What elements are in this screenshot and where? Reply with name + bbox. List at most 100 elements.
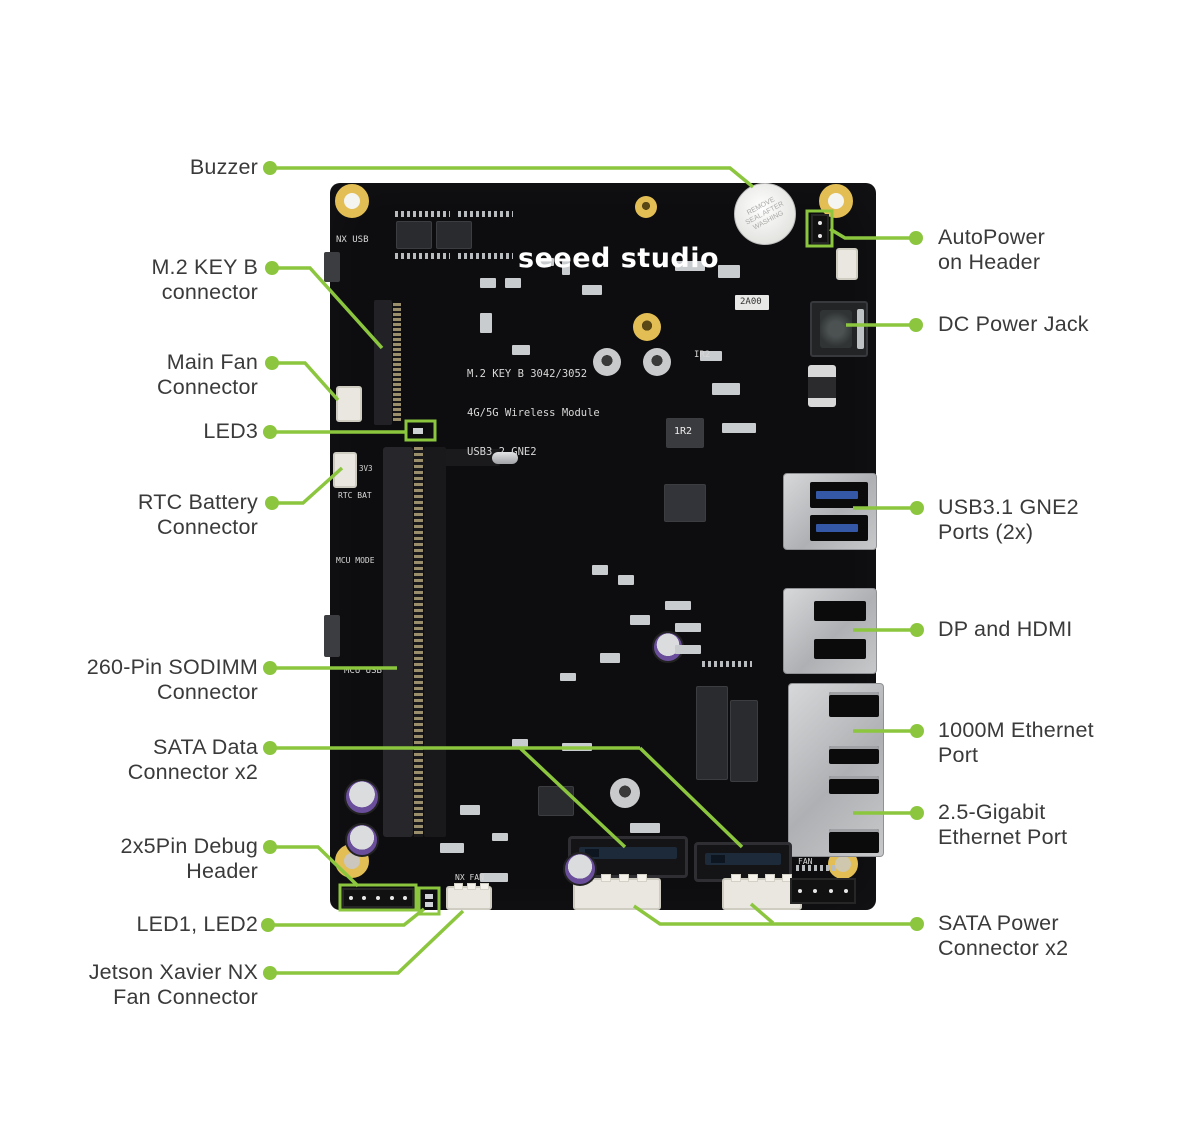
smd-component xyxy=(480,278,496,288)
usb-slot xyxy=(810,482,868,508)
smd-component xyxy=(562,743,592,751)
silkscreen-mcu-usb: MCU USB xyxy=(344,666,382,676)
dot-sata-power xyxy=(910,917,924,931)
silkscreen-nx-fan: NX FAN xyxy=(455,873,484,882)
memory-chip xyxy=(396,221,432,249)
leader-led1-led2 xyxy=(268,907,426,927)
standoff-screw xyxy=(635,196,657,218)
smd-component xyxy=(630,823,660,833)
micro-usb-connector xyxy=(324,615,340,657)
pin-row xyxy=(458,253,513,259)
standoff-screw xyxy=(633,313,661,341)
label-led3: LED3 xyxy=(203,419,258,443)
smd-component xyxy=(540,258,554,266)
inductor-1r2: 1R2 xyxy=(666,418,704,448)
main-fan-connector-component xyxy=(336,386,362,422)
dot-m2 xyxy=(265,261,279,275)
sata-data-connector-2 xyxy=(694,842,792,882)
smd-component xyxy=(512,739,528,749)
memory-chip xyxy=(436,221,472,249)
nx-fan-connector-component xyxy=(446,883,492,910)
silkscreen-nx-usb: NX USB xyxy=(336,235,369,245)
smd-component xyxy=(505,278,521,288)
power-2pin-connector xyxy=(836,248,858,280)
leader-xavier-fan xyxy=(270,909,465,975)
rj45-slot xyxy=(829,776,879,794)
sodimm-pins xyxy=(414,447,423,837)
main-ic xyxy=(664,484,706,522)
dot-25g xyxy=(910,806,924,820)
ethernet-ports-component xyxy=(788,683,884,857)
silkscreen-ir2: IR2 xyxy=(694,350,711,360)
rj45-slot xyxy=(829,692,879,717)
label-dc-power-jack: DC Power Jack xyxy=(938,312,1089,336)
usb-blue-tab xyxy=(816,491,858,499)
smd-component xyxy=(675,261,705,271)
dot-xavier-fan xyxy=(263,966,277,980)
pcb-board: REMOVE SEAL AFTER WASHING xyxy=(324,183,884,910)
mounting-hole-top-right xyxy=(819,184,853,218)
electrolytic-capacitor xyxy=(563,852,597,886)
silkscreen-mcu-mode: MCU MODE xyxy=(336,556,375,565)
silkscreen-3v3: 3V3 xyxy=(359,464,373,473)
m2-standoff-arm xyxy=(398,449,500,466)
smd-component xyxy=(492,833,508,841)
label-led1-led2: LED1, LED2 xyxy=(136,912,258,936)
smd-component xyxy=(560,673,576,681)
dot-led1-led2 xyxy=(261,918,275,932)
sata-key xyxy=(579,847,677,859)
smd-component xyxy=(665,601,691,610)
dot-buzzer xyxy=(263,161,277,175)
label-dp-hdmi: DP and HDMI xyxy=(938,617,1073,641)
smd-component xyxy=(675,623,701,632)
usb-blue-tab xyxy=(816,524,858,532)
dot-sata-data xyxy=(263,741,277,755)
dot-rtc xyxy=(265,496,279,510)
smd-component xyxy=(630,615,650,625)
smd-component xyxy=(718,265,740,278)
dot-1000m xyxy=(910,724,924,738)
dc-power-jack-component xyxy=(810,301,868,357)
standoff xyxy=(643,348,671,376)
video-slot xyxy=(814,601,866,621)
pin-row xyxy=(796,865,836,871)
led1-led2-component xyxy=(423,892,435,910)
dot-autopower xyxy=(909,231,923,245)
smd-component xyxy=(618,575,634,585)
m2-standoff-tip xyxy=(492,452,518,464)
m2-keyb-slot xyxy=(374,300,392,425)
pin-row xyxy=(395,253,450,259)
silkscreen-2a00: 2A00 xyxy=(740,297,762,307)
usb31-port-component xyxy=(783,473,877,550)
silkscreen-1r2: 1R2 xyxy=(674,426,693,437)
sata-key xyxy=(705,853,781,865)
capacitor xyxy=(808,365,836,407)
smd-component xyxy=(712,383,740,395)
smd-component xyxy=(460,805,480,815)
silkscreen-m2-info: M.2 KEY B 3042/3052 4G/5G Wireless Modul… xyxy=(467,368,600,458)
dot-dc-jack xyxy=(909,318,923,332)
smd-component-2a00: 2A00 xyxy=(735,295,769,310)
dot-dp-hdmi xyxy=(910,623,924,637)
smd-component xyxy=(440,843,464,853)
silkscreen-fan: FAN xyxy=(798,857,813,866)
ic-chip xyxy=(538,786,574,816)
dot-sodimm xyxy=(263,661,277,675)
smd-component xyxy=(600,653,620,663)
rj45-slot xyxy=(829,746,879,764)
dot-usb31 xyxy=(910,501,924,515)
standoff xyxy=(610,778,640,808)
fan-header-pins xyxy=(790,878,856,904)
smd-component xyxy=(722,423,756,433)
rtc-battery-connector-component xyxy=(333,452,357,488)
pin-row xyxy=(458,211,513,217)
leader-main-fan xyxy=(272,361,340,402)
